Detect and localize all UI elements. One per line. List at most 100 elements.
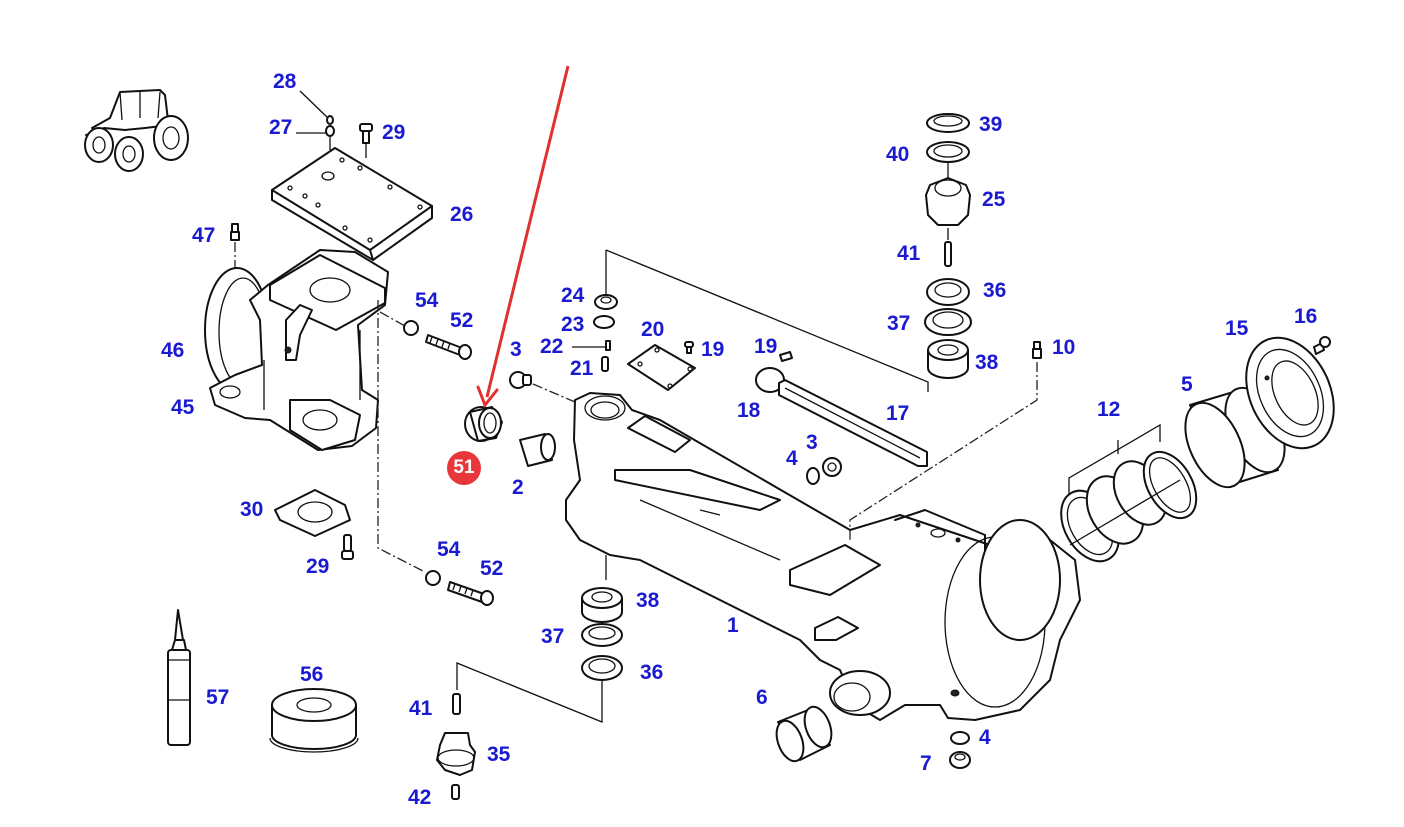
part-19-screw-b[interactable] (779, 351, 793, 362)
part-label-4[interactable]: 4 (786, 447, 798, 470)
part-25-king-pin[interactable] (925, 177, 971, 226)
part-label-2[interactable]: 2 (512, 476, 524, 499)
part-label-23[interactable]: 23 (561, 313, 585, 336)
part-57-sealant-tube[interactable] (167, 609, 191, 746)
part-29-screw-b[interactable] (341, 534, 354, 560)
part-label-21[interactable]: 21 (570, 357, 594, 380)
part-label-35[interactable]: 35 (487, 743, 511, 766)
part-label-38b[interactable]: 38 (636, 589, 660, 612)
part-label-3[interactable]: 3 (510, 338, 522, 361)
part-label-41[interactable]: 41 (897, 242, 921, 265)
part-22-pin[interactable] (572, 340, 611, 351)
part-label-52[interactable]: 52 (450, 309, 474, 332)
part-1-axle-housing[interactable] (565, 392, 1081, 721)
part-label-6[interactable]: 6 (756, 686, 768, 709)
part-label-17[interactable]: 17 (886, 402, 910, 425)
part-24-cap[interactable] (594, 294, 618, 310)
part-12-bearing-set[interactable] (1049, 423, 1207, 571)
part-30-flange[interactable] (274, 489, 351, 537)
part-label-57[interactable]: 57 (206, 686, 230, 709)
part-3-plug-b[interactable] (822, 457, 842, 477)
part-47-grease-nipple[interactable] (230, 223, 240, 268)
part-36-seal-b[interactable] (581, 655, 623, 681)
part-label-29[interactable]: 29 (382, 121, 406, 144)
part-label-56[interactable]: 56 (300, 663, 324, 686)
part-label-7[interactable]: 7 (920, 752, 932, 775)
part-7-plug[interactable] (949, 751, 971, 769)
part-4-washer[interactable] (806, 467, 820, 485)
part-16-screw[interactable] (1313, 336, 1331, 355)
part-23-washer[interactable] (593, 315, 615, 329)
part-2-bushing[interactable] (519, 433, 556, 467)
part-35-king-pin[interactable] (436, 732, 476, 776)
part-label-10[interactable]: 10 (1052, 336, 1076, 359)
part-38-bearing-b[interactable] (581, 587, 623, 623)
part-label-54[interactable]: 54 (415, 289, 439, 312)
part-label-19[interactable]: 19 (701, 338, 725, 361)
part-label-4b[interactable]: 4 (979, 726, 991, 749)
part-10-grease-nipple[interactable] (1032, 341, 1042, 359)
part-41-pin-b[interactable] (452, 693, 461, 715)
part-51-seal-ring[interactable] (464, 406, 503, 442)
part-label-52b[interactable]: 52 (480, 557, 504, 580)
part-36-seal[interactable] (926, 278, 970, 306)
part-38-bearing[interactable] (927, 339, 969, 379)
part-37-ring-b[interactable] (581, 623, 623, 647)
part-41-pin[interactable] (944, 228, 952, 267)
part-40-shim[interactable] (926, 141, 970, 163)
part-label-3b[interactable]: 3 (806, 431, 818, 454)
part-29-screw[interactable] (359, 123, 373, 158)
part-label-20[interactable]: 20 (641, 318, 665, 341)
part-label-19b[interactable]: 19 (754, 335, 778, 358)
part-label-47[interactable]: 47 (192, 224, 216, 247)
part-label-18[interactable]: 18 (737, 399, 761, 422)
part-label-46[interactable]: 46 (161, 339, 185, 362)
part-15-seal-housing[interactable] (1229, 324, 1351, 463)
part-label-12[interactable]: 12 (1097, 398, 1121, 421)
part-20-cover[interactable] (627, 344, 696, 391)
part-28-o-ring[interactable] (299, 90, 334, 125)
part-label-29b[interactable]: 29 (306, 555, 330, 578)
part-37-ring[interactable] (924, 308, 972, 336)
part-17-strip[interactable] (778, 379, 928, 467)
part-label-28[interactable]: 28 (273, 70, 297, 93)
part-label-37b[interactable]: 37 (541, 625, 565, 648)
part-label-16[interactable]: 16 (1294, 305, 1318, 328)
part-label-25[interactable]: 25 (982, 188, 1006, 211)
part-label-51-highlighted[interactable]: 51 (447, 451, 481, 485)
part-6-bushing[interactable] (772, 703, 837, 765)
part-56-tool[interactable] (269, 688, 359, 753)
part-label-45[interactable]: 45 (171, 396, 195, 419)
part-21-screw[interactable] (601, 356, 609, 372)
part-52-bolt[interactable] (425, 334, 472, 360)
part-19-screw[interactable] (684, 341, 694, 354)
part-52-bolt-b[interactable] (447, 581, 494, 606)
part-label-39[interactable]: 39 (979, 113, 1003, 136)
part-label-5[interactable]: 5 (1181, 373, 1193, 396)
part-label-22[interactable]: 22 (540, 335, 564, 358)
part-label-1[interactable]: 1 (727, 614, 739, 637)
part-label-36[interactable]: 36 (983, 279, 1007, 302)
assembly-line (377, 300, 426, 573)
part-label-42[interactable]: 42 (408, 786, 432, 809)
part-39-shim[interactable] (926, 113, 970, 133)
part-label-40[interactable]: 40 (886, 143, 910, 166)
part-label-27[interactable]: 27 (269, 116, 293, 139)
part-label-41b[interactable]: 41 (409, 697, 433, 720)
part-label-38[interactable]: 38 (975, 351, 999, 374)
part-4-washer-b[interactable] (950, 731, 970, 745)
part-label-37[interactable]: 37 (887, 312, 911, 335)
part-54-nut-b[interactable] (425, 570, 441, 586)
part-27-o-ring[interactable] (296, 125, 335, 150)
part-label-26[interactable]: 26 (450, 203, 474, 226)
part-label-30[interactable]: 30 (240, 498, 264, 521)
part-3-plug[interactable] (509, 371, 576, 403)
part-54-nut[interactable] (379, 311, 419, 336)
part-label-36b[interactable]: 36 (640, 661, 664, 684)
part-45-swivel-housing[interactable] (209, 249, 389, 451)
part-label-54b[interactable]: 54 (437, 538, 461, 561)
part-26-cover-plate[interactable] (271, 147, 433, 261)
part-42-screw[interactable] (451, 784, 460, 800)
part-label-24[interactable]: 24 (561, 284, 585, 307)
part-label-15[interactable]: 15 (1225, 317, 1249, 340)
